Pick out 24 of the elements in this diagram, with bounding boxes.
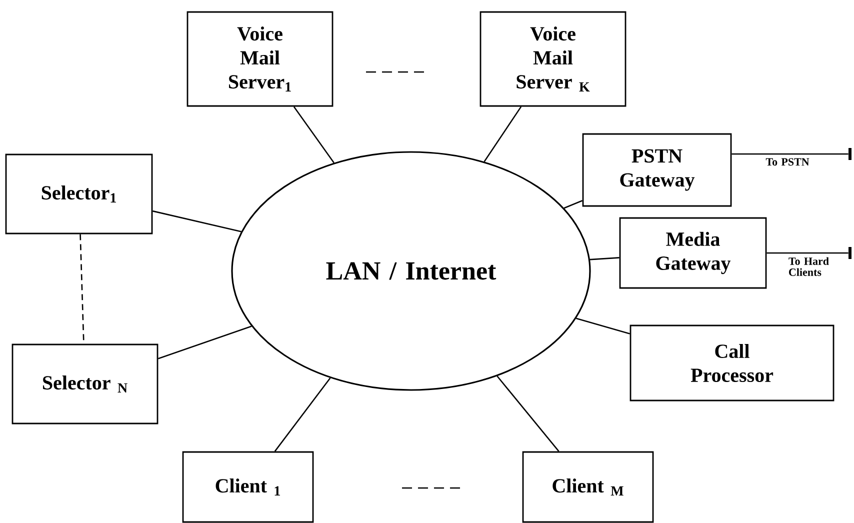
connector-line (496, 376, 560, 452)
connector-line (576, 318, 630, 334)
connector-line (766, 252, 848, 254)
device-box: Client $_{M}$ (522, 451, 654, 523)
connector-line (484, 106, 522, 162)
edge-label: To Hard Clients (788, 257, 829, 276)
connector-line (152, 210, 242, 232)
device-box: Selector$_{1}$ (5, 154, 153, 234)
device-box: Client $_{1}$ (182, 451, 314, 523)
edge-label: To PSTN (766, 158, 810, 166)
device-box: Call Processor (630, 324, 834, 402)
line-end-bar (848, 148, 852, 160)
device-box: Media Gateway (619, 217, 767, 289)
connector-line (732, 153, 848, 155)
connector-line (274, 378, 331, 452)
connector-line (158, 326, 252, 360)
device-box: Selector $_{N}$ (12, 344, 158, 424)
device-box: Voice Mail Server$_{1}$ (186, 11, 334, 107)
connector-line (590, 257, 620, 260)
line-end-bar (848, 247, 852, 259)
connector-line (293, 106, 334, 164)
connector-line (564, 200, 583, 209)
device-box: PSTN Gateway (582, 133, 732, 207)
device-box: Voice Mail Server $_{K}$ (480, 11, 626, 107)
